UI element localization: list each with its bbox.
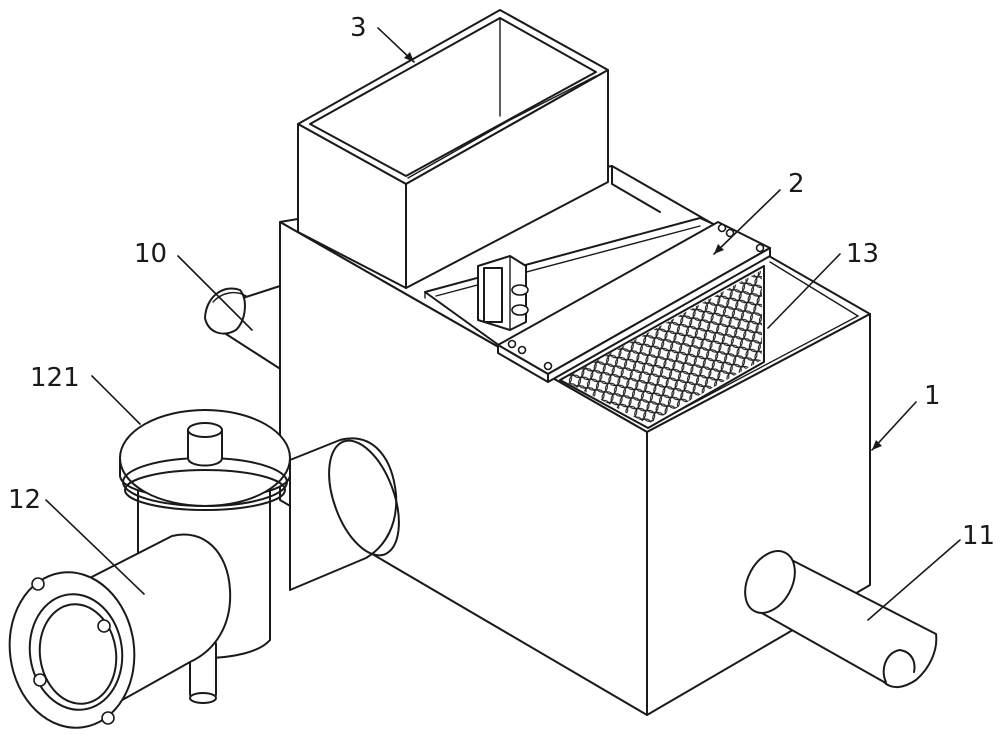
filter-cap <box>119 409 291 511</box>
flange-pipe <box>8 533 232 729</box>
label-hopper: 3 <box>350 13 367 43</box>
label-filter-plate: 2 <box>788 169 805 199</box>
hopper <box>297 9 609 289</box>
label-outlet-pipe: 11 <box>962 521 995 551</box>
label-mesh-screen: 13 <box>846 239 879 269</box>
label-housing: 1 <box>924 381 941 411</box>
inlet-pipe <box>204 285 283 371</box>
filter-plate <box>497 221 771 383</box>
label-inlet-pipe: 10 <box>134 239 167 269</box>
label-flange-pipe: 12 <box>8 485 41 515</box>
mesh-screen <box>559 265 765 429</box>
leader-lines <box>45 27 961 621</box>
inner-frame <box>424 217 723 347</box>
side-tube <box>289 437 400 591</box>
label-filter-cap: 121 <box>30 363 80 393</box>
outlet-pipe <box>744 550 938 688</box>
labels: 3 2 13 1 11 10 121 12 <box>8 13 995 551</box>
